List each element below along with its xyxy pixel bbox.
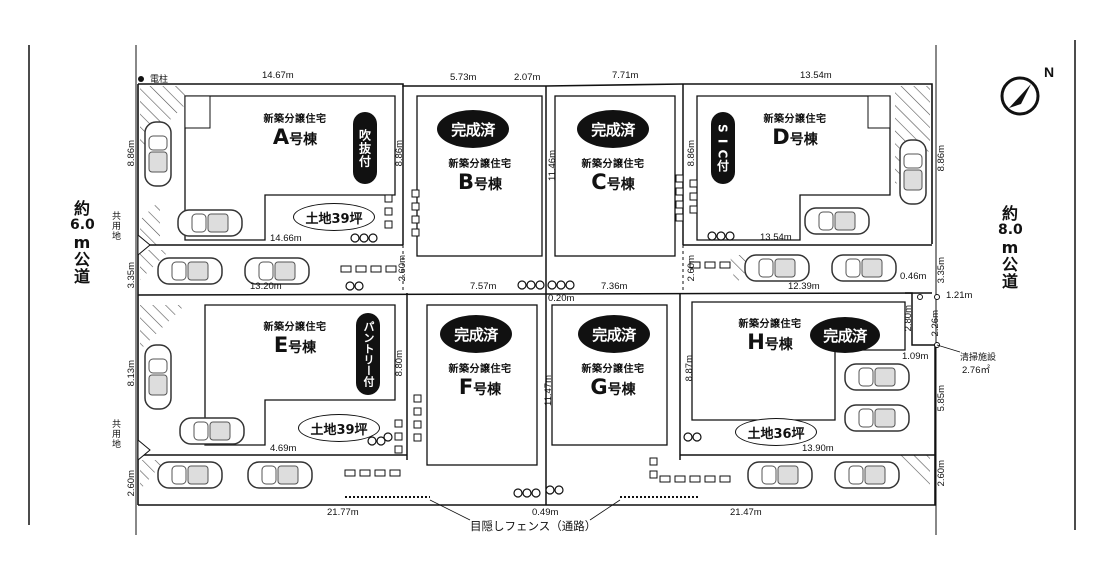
house-h-label: 新築分譲住宅 H号棟 xyxy=(738,319,802,354)
shrubs xyxy=(345,231,735,498)
dim-bf-gap: 2.60m xyxy=(397,255,408,282)
dim-mid-fg: 0.20m xyxy=(548,293,575,304)
badge-h-complete: 完成済 xyxy=(810,317,880,353)
land-e: 土地39坪 xyxy=(298,414,380,442)
dim-h-inner: 1.09m xyxy=(902,351,929,362)
badge-a-feature: 吹抜付 xyxy=(353,112,377,184)
dim-bc-height: 11.46m xyxy=(547,150,558,181)
dim-top-c: 7.71m xyxy=(612,70,639,81)
badge-g-complete: 完成済 xyxy=(578,315,650,353)
dim-mid-h: 12.39m xyxy=(788,281,820,292)
compass-icon xyxy=(1000,76,1040,116)
dim-mid-f: 7.57m xyxy=(470,281,497,292)
house-g-label: 新築分譲住宅 G号棟 xyxy=(581,364,645,399)
dim-d-bottom: 13.54m xyxy=(760,232,792,243)
dim-bottom-right: 21.47m xyxy=(730,507,762,518)
land-a: 土地39坪 xyxy=(293,203,375,231)
dim-west-road: 3.35m xyxy=(126,262,137,289)
dim-h-side: 5.85m xyxy=(936,385,947,412)
dim-top-a: 14.67m xyxy=(262,70,294,81)
dim-bottom-left: 21.77m xyxy=(327,507,359,518)
dim-a-height: 8.86m xyxy=(126,140,137,167)
hatch-e-top xyxy=(140,305,185,350)
house-d-label: 新築分譲住宅 D号棟 xyxy=(763,114,827,149)
dim-h-226: 2.26m xyxy=(930,310,941,337)
dim-e-height: 8.13m xyxy=(126,360,137,387)
building-e xyxy=(204,304,396,446)
house-c-label: 新築分譲住宅 C号棟 xyxy=(581,159,645,194)
dim-fg-height: 11.47m xyxy=(543,375,554,406)
waste-facility-label: 清掃施設 xyxy=(960,353,997,363)
dim-d-height-in: 8.86m xyxy=(686,140,697,167)
dim-se: 2.60m xyxy=(936,460,947,487)
badge-d-feature: S I C付 xyxy=(711,112,735,184)
house-e-label: 新築分譲住宅 E号棟 xyxy=(263,322,327,357)
house-a-label: 新築分譲住宅 A号棟 xyxy=(263,114,327,149)
badge-b-complete: 完成済 xyxy=(437,110,509,148)
pole-marker xyxy=(138,76,144,82)
building-a xyxy=(184,95,396,241)
badge-f-complete: 完成済 xyxy=(440,315,512,353)
fence-label: 目隠しフェンス（通路） xyxy=(470,521,597,533)
shared-land-label-top: 共用地 xyxy=(112,212,122,242)
dim-h-corner: 1.21m xyxy=(946,290,973,301)
dim-ab-height: 8.86m xyxy=(394,140,405,167)
dim-h-bottom: 13.90m xyxy=(802,443,834,454)
pole-label: 電柱 xyxy=(150,75,169,85)
dim-mid-g: 7.36m xyxy=(601,281,628,292)
shared-land-label-bottom: 共用地 xyxy=(112,420,122,450)
house-f-label: 新築分譲住宅 F号棟 xyxy=(448,364,512,399)
dim-bottom-mid: 0.49m xyxy=(532,507,559,518)
dim-h-right: 0.46m xyxy=(900,271,927,282)
dim-east-road: 3.35m xyxy=(936,257,947,284)
hatch-a-side xyxy=(140,200,160,245)
dim-top-bc: 2.07m xyxy=(514,72,541,83)
dim-mid-e: 13.20m xyxy=(250,281,282,292)
badge-c-complete: 完成済 xyxy=(577,110,649,148)
house-b-label: 新築分譲住宅 B号棟 xyxy=(448,159,512,194)
dim-a-bottom: 14.66m xyxy=(270,233,302,244)
dim-d-height-out: 8.86m xyxy=(936,145,947,172)
dim-h-280: 2.80m xyxy=(903,305,914,332)
badge-e-feature: パントリー付 xyxy=(356,313,380,395)
waste-facility-area: 2.76㎡ xyxy=(962,365,990,376)
dim-sw: 2.60m xyxy=(126,470,137,497)
dim-h-height: 8.87m xyxy=(684,355,695,382)
dim-ef-height: 8.80m xyxy=(394,350,405,377)
dim-e-bottom: 4.69m xyxy=(270,443,297,454)
land-h: 土地36坪 xyxy=(735,418,817,446)
compass-north-label: N xyxy=(1044,64,1055,80)
dim-cd-gap: 2.60m xyxy=(686,255,697,282)
dim-top-d: 13.54m xyxy=(800,70,832,81)
stepping-stones xyxy=(340,174,731,483)
dim-top-b: 5.73m xyxy=(450,72,477,83)
